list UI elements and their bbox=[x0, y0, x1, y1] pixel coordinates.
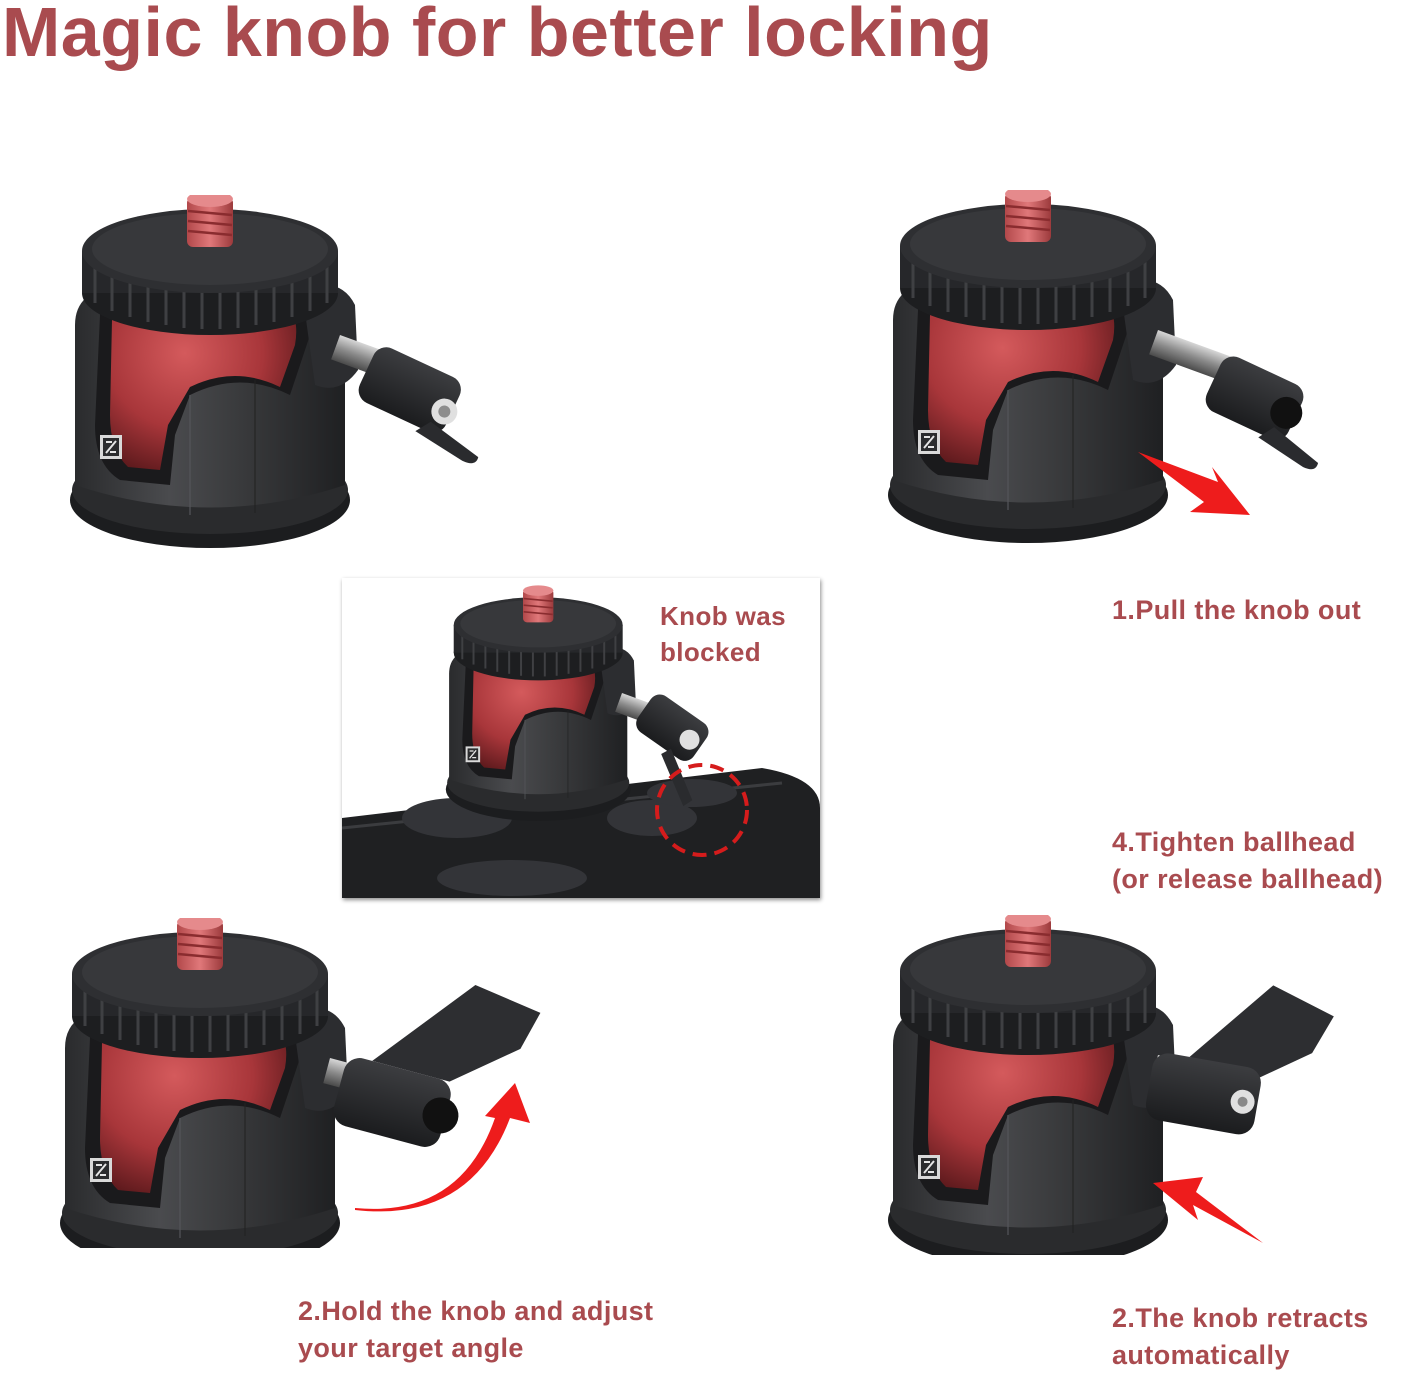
ballhead-image-adjust-angle bbox=[30, 918, 550, 1248]
step-caption-adjust: 2.Hold the knob and adjust your target a… bbox=[298, 1293, 653, 1367]
step-caption-pull-out-line1: 1.Pull the knob out bbox=[1112, 595, 1362, 625]
dashed-circle-highlight-icon bbox=[655, 763, 749, 857]
inset-caption: Knob was blocked bbox=[660, 598, 786, 670]
step-caption-tighten-line1: 4.Tighten ballhead bbox=[1112, 827, 1356, 857]
step-caption-pull-out: 1.Pull the knob out bbox=[1112, 592, 1361, 629]
ballhead-image-retract bbox=[858, 915, 1338, 1255]
arrow-up-left-icon bbox=[1153, 1177, 1263, 1243]
step-caption-tighten: 4.Tighten ballhead (or release ballhead) bbox=[1112, 824, 1383, 898]
inset-caption-line2: blocked bbox=[660, 637, 762, 667]
step-caption-retract: 2.The knob retracts automatically bbox=[1112, 1300, 1369, 1374]
curved-arrow-up-icon bbox=[355, 1083, 530, 1212]
inset-caption-line1: Knob was bbox=[660, 601, 786, 631]
step-caption-tighten-line2: (or release ballhead) bbox=[1112, 864, 1384, 894]
step-caption-retract-line1: 2.The knob retracts bbox=[1112, 1303, 1369, 1333]
step-caption-adjust-line2: your target angle bbox=[298, 1333, 524, 1363]
ballhead-image-pull-out bbox=[858, 190, 1358, 590]
inset-knob-blocked: Knob was blocked bbox=[342, 578, 820, 898]
step-caption-retract-line2: automatically bbox=[1112, 1340, 1290, 1370]
ballhead-image-locked bbox=[40, 195, 520, 575]
arrow-down-right-icon bbox=[1138, 452, 1250, 515]
step-caption-adjust-line1: 2.Hold the knob and adjust bbox=[298, 1296, 654, 1326]
page-title: Magic knob for better locking bbox=[2, 0, 993, 71]
